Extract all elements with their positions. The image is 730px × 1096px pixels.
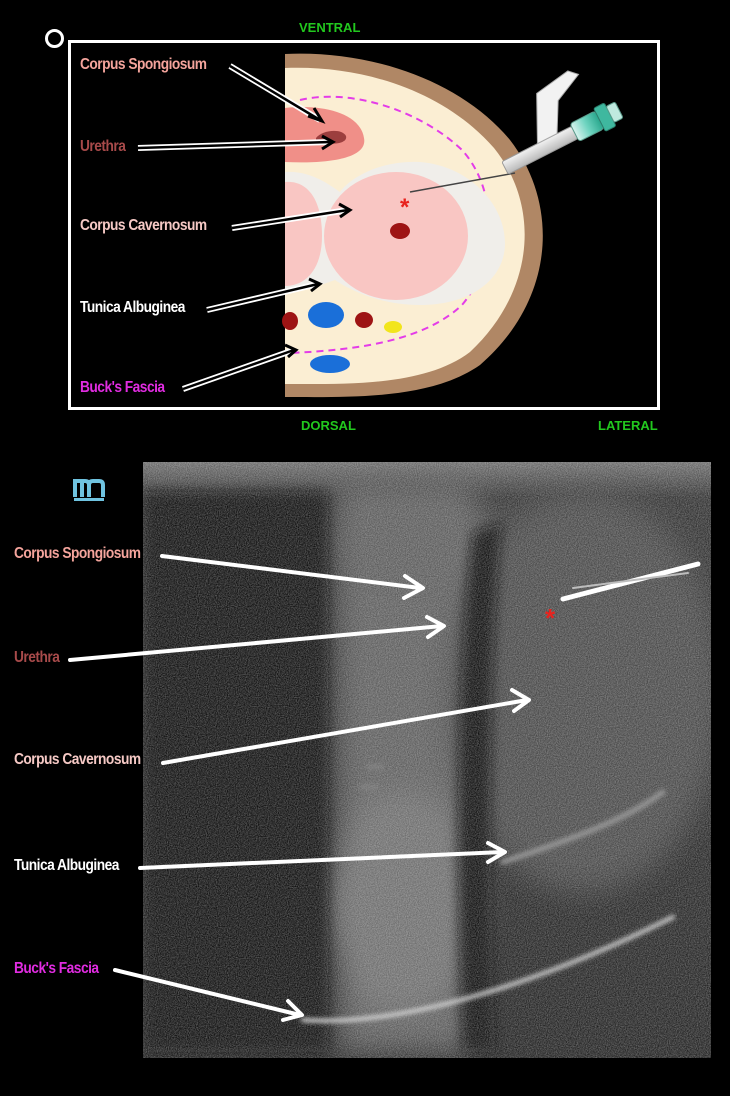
ultrasound-label-urethra: Urethra bbox=[14, 649, 59, 667]
superficial-dorsal-vein bbox=[310, 355, 350, 373]
ultrasound-label-corpus-spongiosum: Corpus Spongiosum bbox=[14, 545, 141, 563]
injection-asterisk: * bbox=[400, 194, 410, 221]
dorsal-nerve bbox=[384, 321, 402, 333]
dorsal-artery-right bbox=[355, 312, 373, 328]
diagram-label-urethra: Urethra bbox=[80, 138, 125, 156]
arrow-icon bbox=[183, 345, 296, 389]
arrow-icon bbox=[162, 556, 423, 598]
arrow-icon bbox=[115, 970, 302, 1020]
diagram-label-tunica-albuginea: Tunica Albuginea bbox=[80, 299, 185, 317]
diagram-label-corpus-spongiosum: Corpus Spongiosum bbox=[80, 56, 207, 74]
diagram-label-bucks-fascia: Buck's Fascia bbox=[80, 379, 165, 397]
dorsal-artery-left bbox=[282, 312, 298, 330]
ultrasound-label-bucks-fascia: Buck's Fascia bbox=[14, 960, 99, 978]
cavernosal-artery bbox=[390, 223, 410, 239]
arrow-icon bbox=[140, 843, 505, 868]
arrow-icon bbox=[70, 617, 444, 660]
deep-dorsal-vein bbox=[308, 302, 344, 328]
arrow-icon bbox=[163, 690, 529, 763]
ultrasound-label-tunica-albuginea: Tunica Albuginea bbox=[14, 857, 119, 875]
diagram-label-corpus-cavernosum: Corpus Cavernosum bbox=[80, 217, 207, 235]
ultrasound-label-corpus-cavernosum: Corpus Cavernosum bbox=[14, 751, 141, 769]
